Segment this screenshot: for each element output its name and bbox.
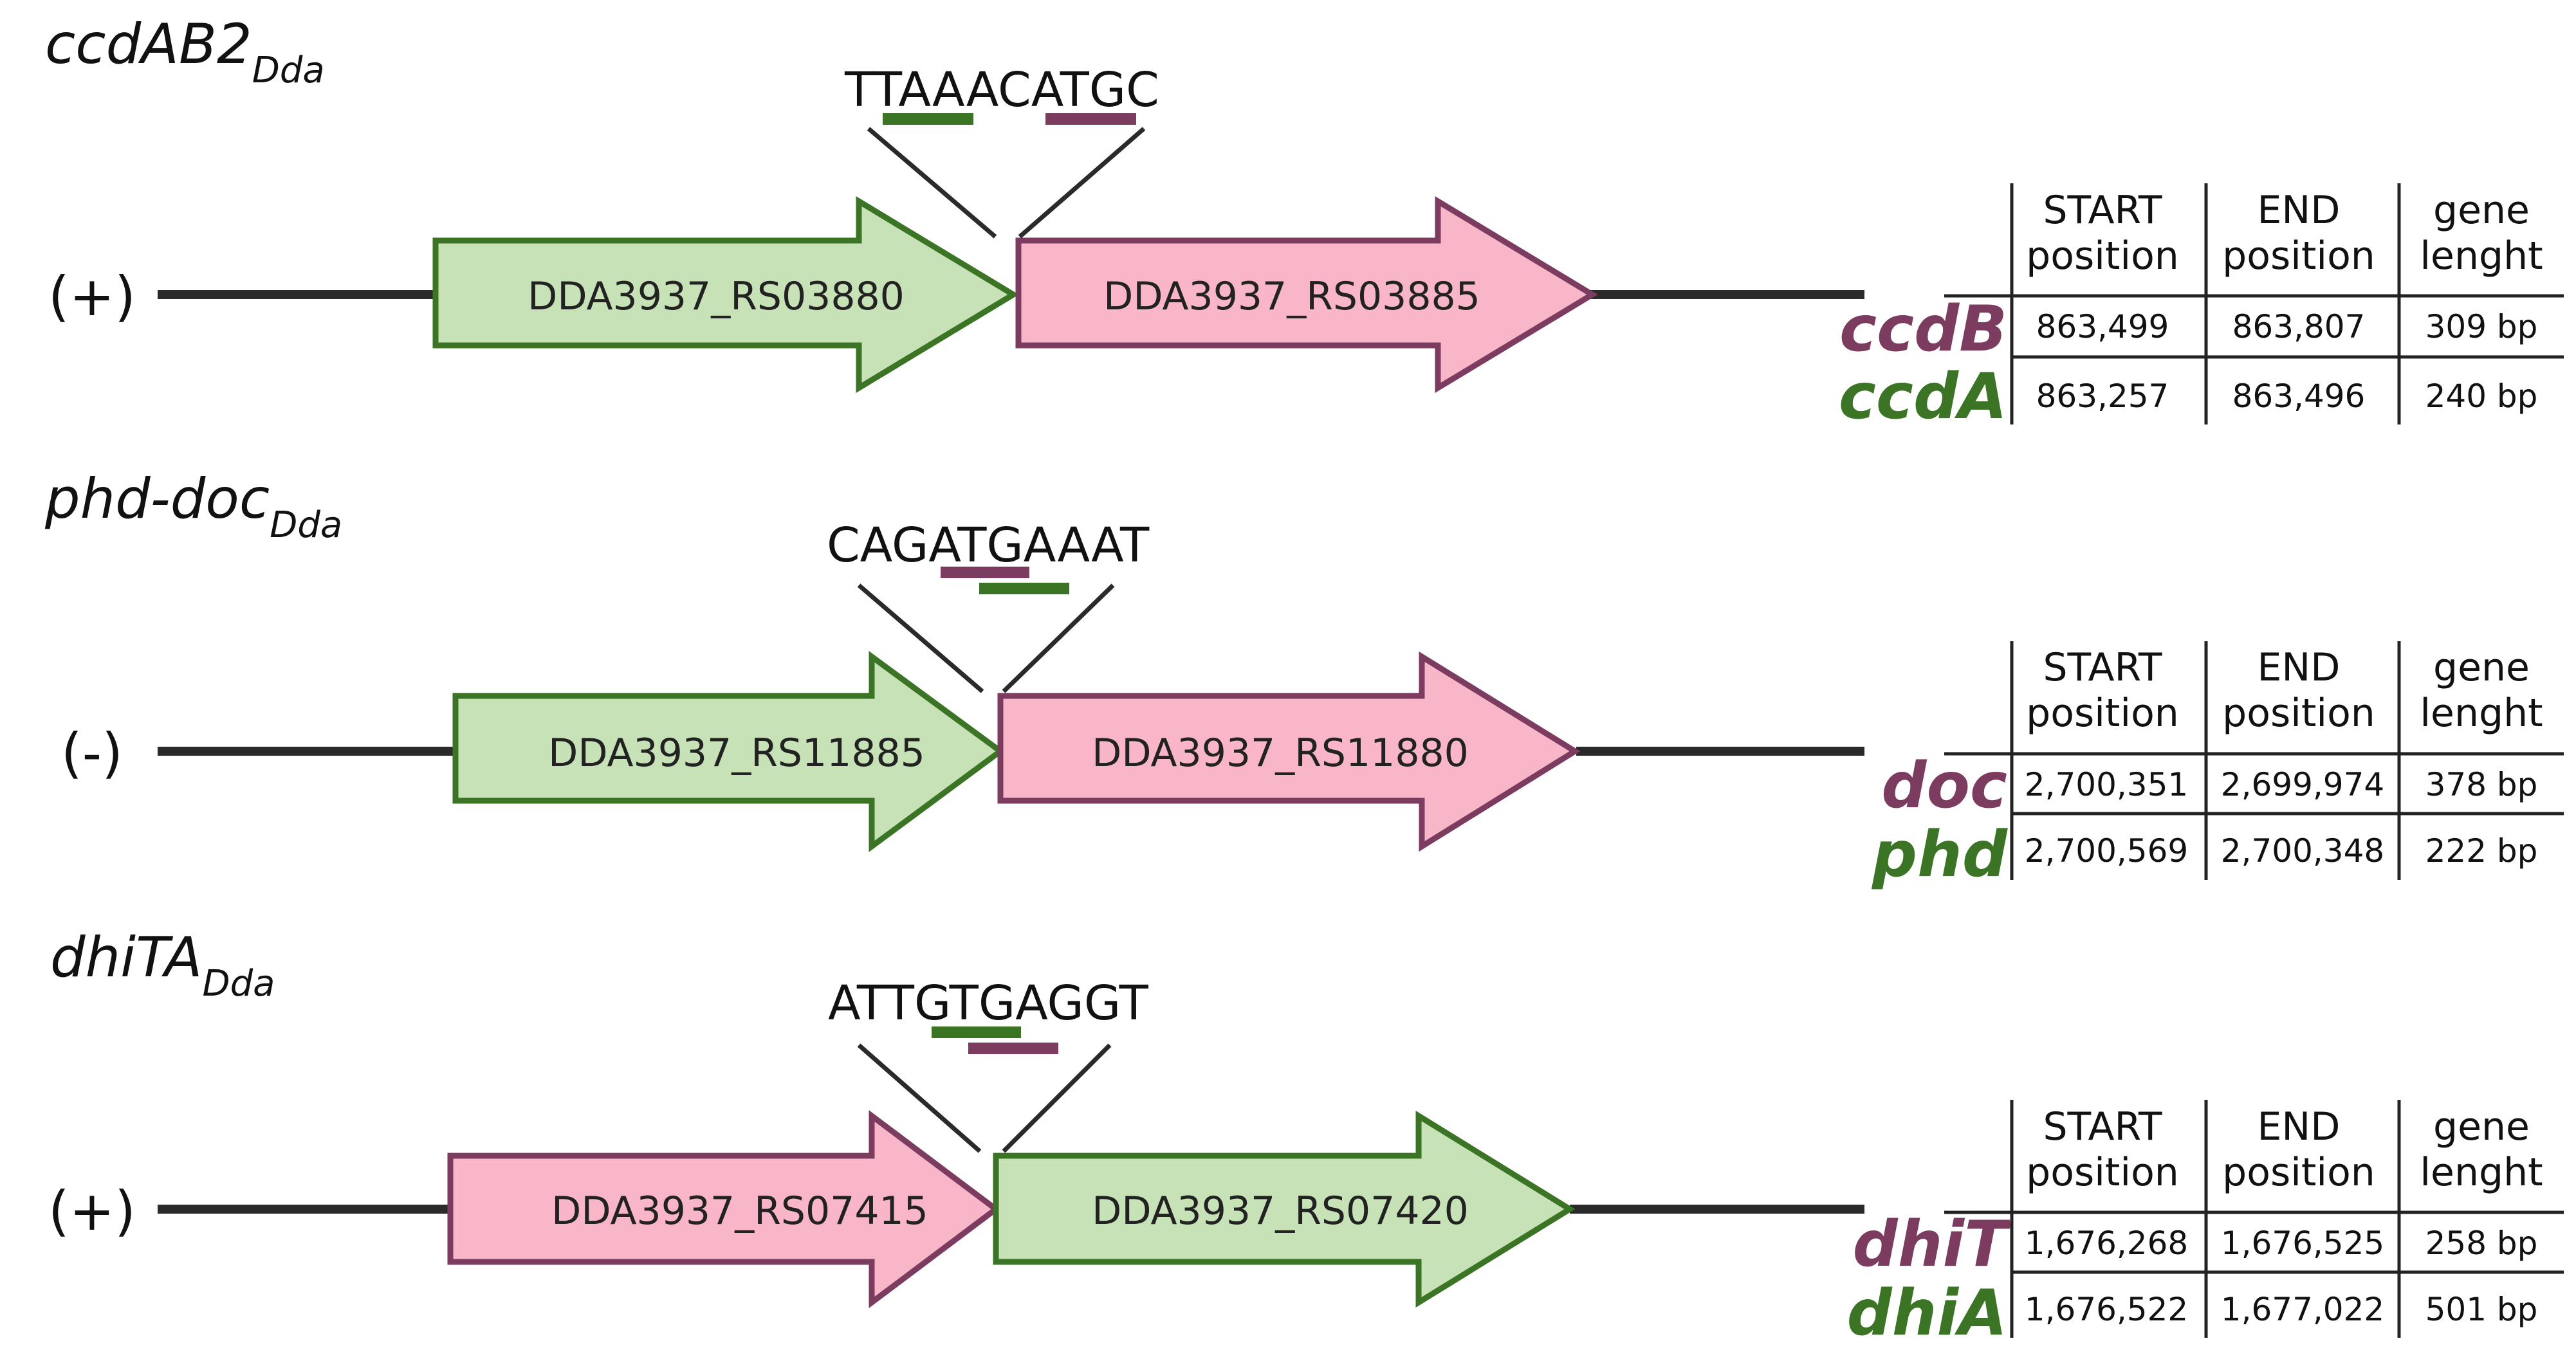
toxin-gene-arrow bbox=[1015, 196, 1598, 393]
header-start-line2: position bbox=[2026, 233, 2179, 278]
antitoxin-locus-label: DDA3937_RS03880 bbox=[528, 274, 905, 319]
antitoxin-gene-name: phd bbox=[1872, 818, 2008, 891]
zoom-line-right bbox=[1002, 583, 1115, 693]
toxin-length: 258 bp bbox=[2425, 1225, 2538, 1262]
header-start-line1: START bbox=[2043, 1104, 2162, 1149]
toxin-locus-label: DDA3937_RS07415 bbox=[551, 1189, 928, 1234]
header-end-line1: END bbox=[2258, 645, 2341, 690]
panel-title-subscript: Dda bbox=[252, 50, 325, 91]
header-end-line2: position bbox=[2222, 691, 2375, 736]
junction-sequence: TTAAACATGC bbox=[844, 62, 1159, 118]
zoom-line-right bbox=[1018, 127, 1146, 239]
header-start-line1: START bbox=[2043, 645, 2162, 690]
toxin-length: 309 bp bbox=[2425, 308, 2538, 345]
toxin-gene-name: ccdB bbox=[1839, 293, 2007, 366]
antitoxin-start: 863,257 bbox=[2036, 378, 2169, 415]
panel-title-subscript: Dda bbox=[270, 504, 342, 546]
antitoxin-end: 863,496 bbox=[2232, 378, 2366, 415]
antitoxin-start: 1,676,522 bbox=[2025, 1291, 2188, 1328]
header-start-line2: position bbox=[2026, 1150, 2179, 1195]
toxin-gene-arrow bbox=[447, 1109, 1001, 1309]
toxin-start: 1,676,268 bbox=[2025, 1225, 2188, 1262]
header-length-line2: lenght bbox=[2420, 1150, 2543, 1195]
header-start-line1: START bbox=[2043, 188, 2162, 233]
zoom-line-left bbox=[857, 583, 984, 693]
toxin-gene-name: doc bbox=[1881, 749, 2007, 823]
antitoxin-gene-arrow bbox=[452, 651, 1006, 852]
toxin-locus-label: DDA3937_RS03885 bbox=[1103, 274, 1480, 319]
antitoxin-end: 2,700,348 bbox=[2221, 832, 2384, 870]
toxin-start: 863,499 bbox=[2036, 308, 2169, 345]
junction-sequence: CAGATGAAAT bbox=[827, 518, 1150, 573]
panel-title-main: dhiTA bbox=[50, 926, 202, 990]
antitoxin-start: 2,700,569 bbox=[2025, 832, 2188, 870]
antitoxin-gene-name: ccdA bbox=[1839, 360, 2007, 433]
zoom-line-left bbox=[857, 1043, 982, 1153]
coordinates-table: START position END position gene lenght … bbox=[1872, 641, 2564, 891]
header-length-line1: gene bbox=[2433, 645, 2530, 690]
toxin-locus-label: DDA3937_RS11880 bbox=[1092, 731, 1469, 776]
antitoxin-length: 240 bp bbox=[2425, 378, 2538, 415]
header-end-line1: END bbox=[2258, 1104, 2341, 1149]
panel-title-subscript: Dda bbox=[202, 963, 275, 1005]
zoom-line-left bbox=[867, 127, 997, 239]
operon-panel-dhita: dhiTADda (+) DDA3937_RS07415 DDA3937_RS0… bbox=[48, 926, 2564, 1350]
toxin-end: 1,676,525 bbox=[2221, 1225, 2384, 1262]
header-end-line2: position bbox=[2222, 1150, 2375, 1195]
panel-title: ccdAB2Dda bbox=[45, 12, 325, 91]
strand-label: (+) bbox=[48, 1180, 136, 1243]
antitoxin-gene-arrow bbox=[993, 1110, 1576, 1308]
antitoxin-gene-arrow bbox=[432, 196, 1019, 393]
toxin-end: 2,699,974 bbox=[2221, 766, 2384, 803]
coordinates-table: START position END position gene lenght … bbox=[1839, 183, 2564, 433]
antitoxin-end: 1,677,022 bbox=[2221, 1291, 2384, 1328]
operon-panel-phd-doc: phd-docDda (-) DDA3937_RS11885 DDA3937_R… bbox=[44, 467, 2564, 891]
antitoxin-locus-label: DDA3937_RS11885 bbox=[548, 731, 925, 776]
header-start-line2: position bbox=[2026, 691, 2179, 736]
strand-label: (-) bbox=[61, 722, 123, 785]
antitoxin-length: 501 bp bbox=[2425, 1291, 2538, 1328]
header-length-line2: lenght bbox=[2420, 233, 2543, 278]
header-end-line1: END bbox=[2258, 188, 2341, 233]
toxin-gene-name: dhiT bbox=[1853, 1208, 2012, 1281]
header-length-line1: gene bbox=[2433, 1104, 2530, 1149]
antitoxin-length: 222 bp bbox=[2425, 832, 2538, 870]
toxin-start: 2,700,351 bbox=[2025, 766, 2188, 803]
toxin-length: 378 bp bbox=[2425, 766, 2538, 803]
panel-title-main: ccdAB2 bbox=[45, 12, 252, 77]
strand-label: (+) bbox=[48, 265, 136, 328]
panel-title-main: phd-doc bbox=[44, 467, 270, 531]
toxin-end: 863,807 bbox=[2232, 308, 2366, 345]
header-end-line2: position bbox=[2222, 233, 2375, 278]
toxin-gene-arrow bbox=[997, 651, 1581, 852]
zoom-line-right bbox=[1002, 1043, 1112, 1153]
operon-panel-ccdab2: ccdAB2Dda (+) DDA3937_RS03880 DDA3937_RS… bbox=[45, 12, 2564, 433]
header-length-line1: gene bbox=[2433, 188, 2530, 233]
panel-title: phd-docDda bbox=[44, 467, 342, 546]
antitoxin-locus-label: DDA3937_RS07420 bbox=[1092, 1189, 1469, 1234]
panel-title: dhiTADda bbox=[50, 926, 275, 1005]
antitoxin-gene-name: dhiA bbox=[1847, 1277, 2007, 1350]
junction-sequence: ATTGTGAGGT bbox=[828, 976, 1149, 1031]
header-length-line2: lenght bbox=[2420, 691, 2543, 736]
coordinates-table: START position END position gene lenght … bbox=[1847, 1100, 2564, 1350]
